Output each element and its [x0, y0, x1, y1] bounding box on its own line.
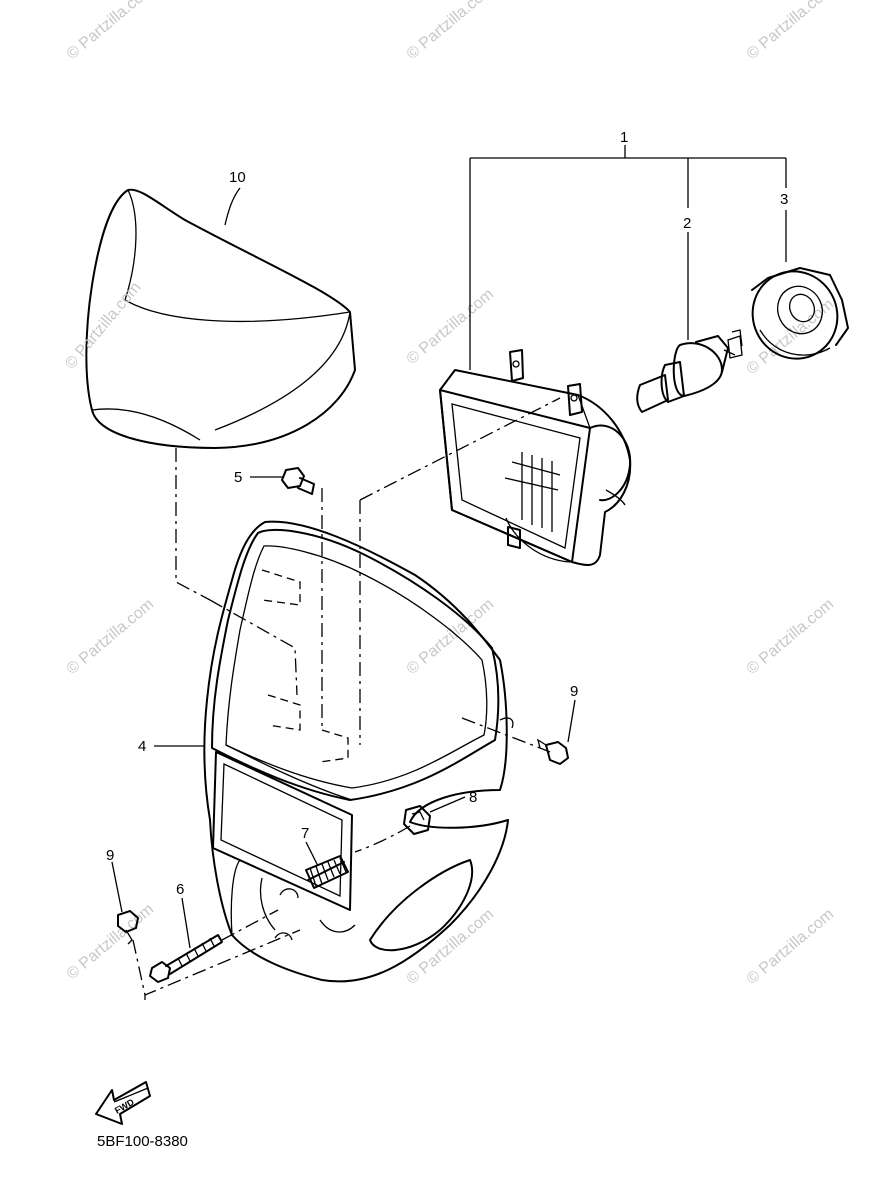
leader-lines — [111, 145, 787, 1000]
spring-part[interactable] — [305, 855, 349, 889]
bolt-left-part[interactable] — [117, 910, 139, 945]
visor-part[interactable]: © Partzilla.com — [62, 188, 356, 449]
watermark: © Partzilla.com — [744, 596, 838, 678]
socket-cover-part[interactable] — [738, 257, 851, 372]
callout-4[interactable]: 4 — [138, 738, 146, 755]
headlight-cowl-part[interactable] — [203, 520, 514, 983]
long-bolt-part[interactable] — [149, 934, 223, 983]
callout-7[interactable]: 7 — [301, 825, 309, 842]
callout-6[interactable]: 6 — [176, 881, 184, 898]
watermark: © Partzilla.com — [64, 596, 158, 678]
assembly-lines — [132, 397, 561, 996]
callout-5[interactable]: 5 — [234, 469, 242, 486]
callout-3[interactable]: 3 — [780, 191, 788, 208]
watermark: © Partzilla.com — [62, 279, 144, 373]
watermark: © Partzilla.com — [744, 296, 838, 378]
callouts: 1 2 3 4 5 6 7 8 9 9 10 — [106, 129, 788, 898]
forward-arrow-icon: FWD — [95, 1081, 151, 1125]
watermark: © Partzilla.com — [404, 0, 498, 63]
watermark: © Partzilla.com — [64, 0, 158, 63]
callout-10[interactable]: 10 — [229, 169, 246, 186]
watermark: © Partzilla.com — [404, 286, 498, 368]
callout-8[interactable]: 8 — [469, 789, 477, 806]
watermark: © Partzilla.com — [744, 906, 838, 988]
callout-1[interactable]: 1 — [620, 129, 628, 146]
callout-9-left[interactable]: 9 — [106, 847, 114, 864]
bulb-part[interactable] — [636, 329, 743, 413]
watermark: © Partzilla.com — [64, 901, 158, 983]
drawing-code: 5BF100-8380 — [97, 1133, 188, 1150]
bolt-right-part[interactable] — [536, 738, 569, 765]
callout-9-right[interactable]: 9 — [570, 683, 578, 700]
screw-part[interactable] — [281, 467, 315, 495]
nut-part[interactable] — [403, 805, 431, 835]
headlight-unit-part[interactable] — [439, 349, 632, 566]
callout-2[interactable]: 2 — [683, 215, 691, 232]
watermark: © Partzilla.com — [744, 0, 838, 63]
